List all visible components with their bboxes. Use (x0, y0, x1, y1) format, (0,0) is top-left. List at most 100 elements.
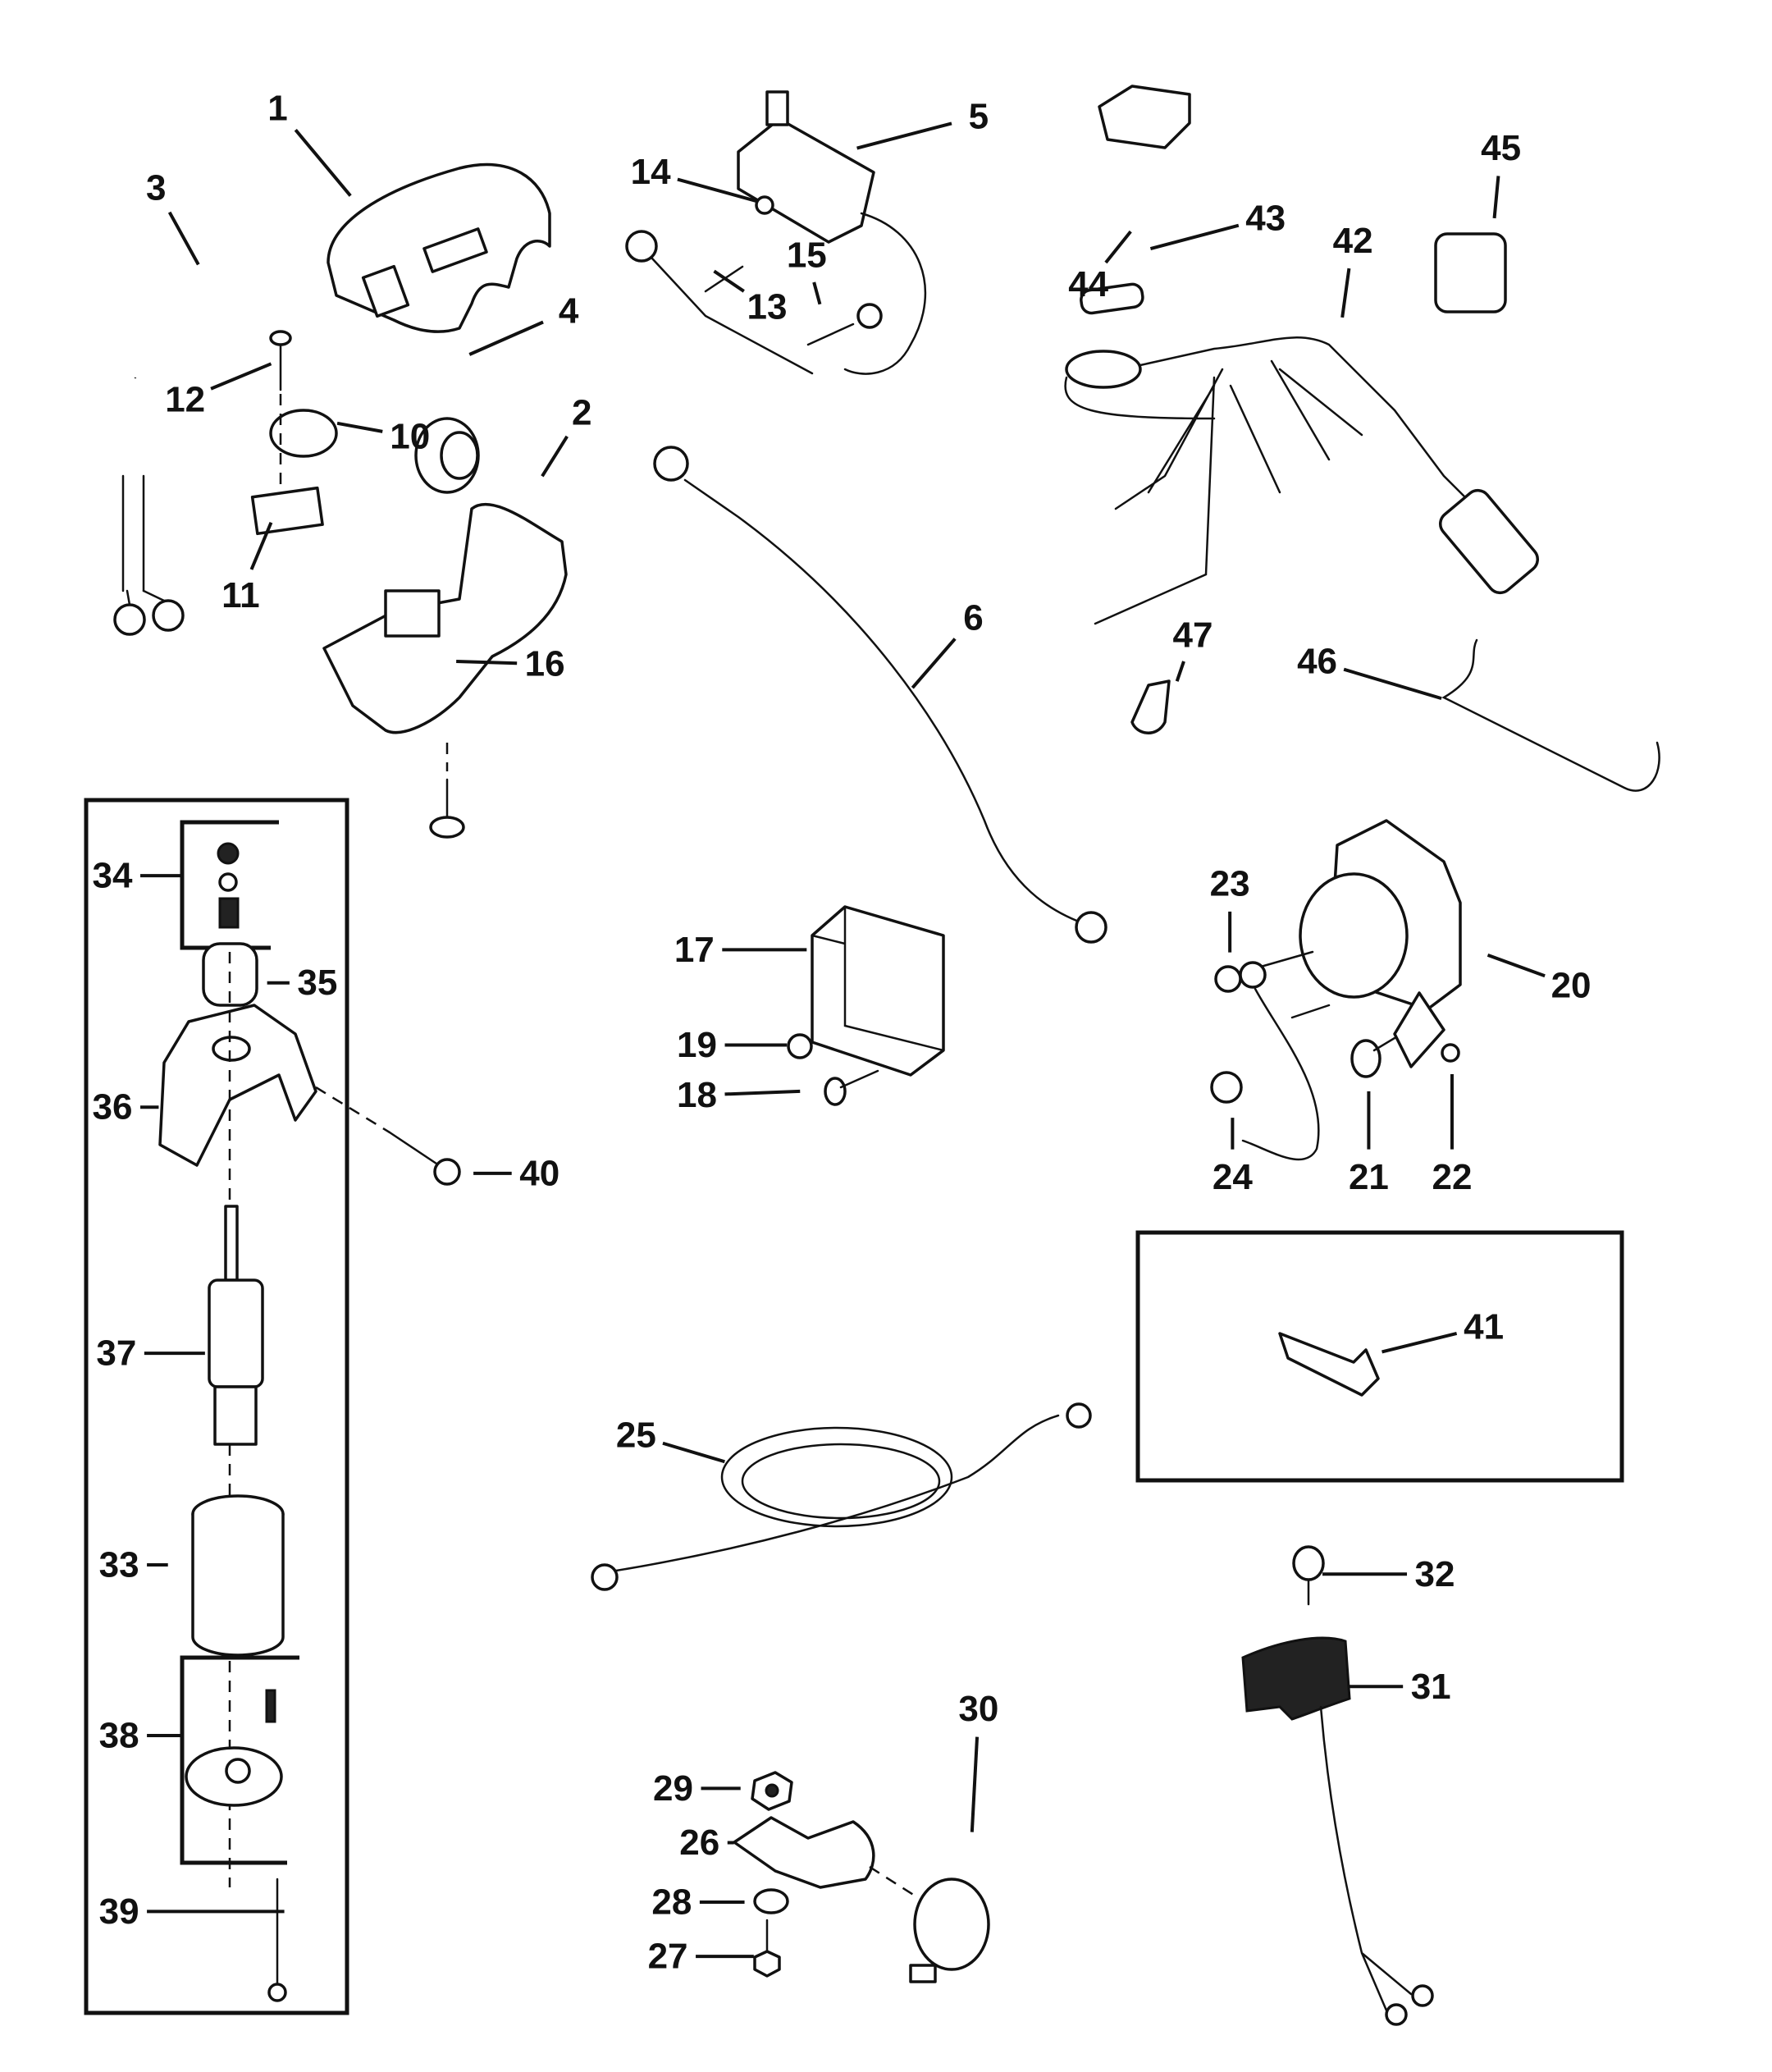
leader-line-14 (677, 177, 757, 203)
callout-label-16: 16 (525, 644, 565, 684)
screw-27-part (753, 1919, 781, 1978)
screw-15-part (806, 303, 883, 346)
bracket-26-part (733, 1816, 875, 1889)
callout-label-33: 33 (99, 1544, 139, 1585)
leader-line-15 (812, 281, 822, 305)
callout-label-32: 32 (1415, 1554, 1455, 1594)
callout-label-3: 3 (146, 167, 166, 208)
nut-29-part (751, 1771, 793, 1811)
callout-label-22: 22 (1432, 1157, 1472, 1197)
solenoid-part (1254, 819, 1462, 1068)
grommet-45-part (1434, 232, 1507, 313)
fuse-holder-group-frame (1135, 1230, 1624, 1483)
callout-label-26: 26 (679, 1823, 719, 1863)
end-cap-36-part (158, 1004, 317, 1167)
callout-label-12: 12 (165, 379, 205, 419)
bolt-40-part (315, 1086, 461, 1186)
frame-33-part (191, 1494, 285, 1657)
retainer-46-part (1441, 638, 1660, 792)
callout-label-1: 1 (267, 89, 287, 129)
callout-label-35: 35 (297, 963, 337, 1003)
leader-line-20 (1487, 953, 1546, 978)
callout-label-47: 47 (1173, 615, 1213, 655)
leader-line-16 (456, 660, 518, 666)
leader-line-47 (1175, 661, 1185, 682)
leader-line-13 (713, 269, 745, 293)
micro-switch-part (737, 90, 927, 375)
washer-14-part (755, 195, 774, 215)
screw-18-part (824, 1069, 879, 1106)
callout-label-31: 31 (1411, 1667, 1451, 1707)
callout-label-27: 27 (648, 1937, 688, 1977)
callout-label-15: 15 (787, 236, 827, 276)
callout-label-40: 40 (519, 1153, 559, 1193)
callout-label-46: 46 (1297, 642, 1337, 682)
callout-label-38: 38 (99, 1715, 139, 1755)
callout-label-24: 24 (1213, 1157, 1253, 1197)
callout-label-21: 21 (1349, 1157, 1389, 1197)
callout-label-13: 13 (747, 286, 787, 327)
cover-bottom-part (322, 502, 568, 734)
callout-label-34: 34 (93, 856, 133, 896)
callout-label-45: 45 (1481, 128, 1521, 168)
callout-label-42: 42 (1333, 221, 1373, 261)
callout-label-20: 20 (1551, 965, 1592, 1005)
leader-line-3 (167, 211, 200, 266)
wiring-harness-42-part (1064, 336, 1539, 625)
battery-cable-part (591, 1402, 1092, 1591)
nut-22-part (1441, 1043, 1460, 1063)
brush-plate-38-part (185, 1689, 283, 1807)
leader-line-5 (856, 121, 952, 150)
leader-line-1 (294, 129, 352, 197)
armature-37-part (208, 1205, 264, 1446)
starter-motor-group-frame (84, 798, 349, 2015)
nut-plate-part (250, 486, 324, 536)
fuse-holder-part (1278, 1332, 1380, 1397)
leader-line-43 (1149, 223, 1240, 250)
leader-line-6 (911, 638, 957, 689)
callout-label-29: 29 (653, 1768, 693, 1809)
callout-label-37: 37 (96, 1333, 136, 1374)
bolt-21-part (1350, 1036, 1396, 1078)
callout-label-11: 11 (222, 575, 260, 615)
terminal-block-44-part (1098, 85, 1191, 149)
screw-32-part (1292, 1545, 1325, 1606)
drive-kit-part (217, 842, 240, 929)
callout-label-25: 25 (616, 1416, 656, 1456)
thru-bolt-39-part (267, 1878, 287, 2002)
brush-plate-subframe (180, 1655, 299, 1865)
ground-cable-part (653, 446, 1108, 944)
nut-23-part (1214, 965, 1242, 993)
leader-line-44 (1104, 230, 1132, 264)
callout-label-19: 19 (677, 1025, 717, 1065)
screw-12-part (269, 330, 292, 492)
leader-line-12 (210, 362, 272, 391)
cable-24-part (1210, 961, 1320, 1161)
leader-line-11 (249, 521, 273, 570)
nut-19-part (787, 1033, 813, 1059)
callout-label-28: 28 (651, 1882, 692, 1923)
screw-16-part (429, 743, 465, 839)
callout-label-43: 43 (1245, 198, 1286, 238)
leader-line-10 (336, 421, 383, 433)
leader-line-25 (662, 1441, 725, 1464)
leader-line-18 (724, 1089, 801, 1096)
leader-line-45 (1492, 176, 1500, 219)
callout-label-6: 6 (963, 597, 983, 638)
push-button-part (414, 417, 480, 494)
cable-part (113, 279, 429, 636)
callout-label-44: 44 (1068, 264, 1108, 304)
leader-line-46 (1343, 667, 1442, 701)
callout-label-2: 2 (572, 392, 591, 432)
callout-label-41: 41 (1464, 1306, 1504, 1347)
callout-label-39: 39 (99, 1891, 139, 1932)
callout-label-4: 4 (559, 290, 579, 331)
leader-line-4 (468, 320, 544, 356)
leader-line-42 (1340, 268, 1351, 318)
callout-label-10: 10 (390, 416, 430, 456)
callout-label-5: 5 (969, 96, 989, 136)
callout-label-36: 36 (93, 1087, 133, 1127)
assembly-line-26-30 (869, 1865, 916, 1897)
